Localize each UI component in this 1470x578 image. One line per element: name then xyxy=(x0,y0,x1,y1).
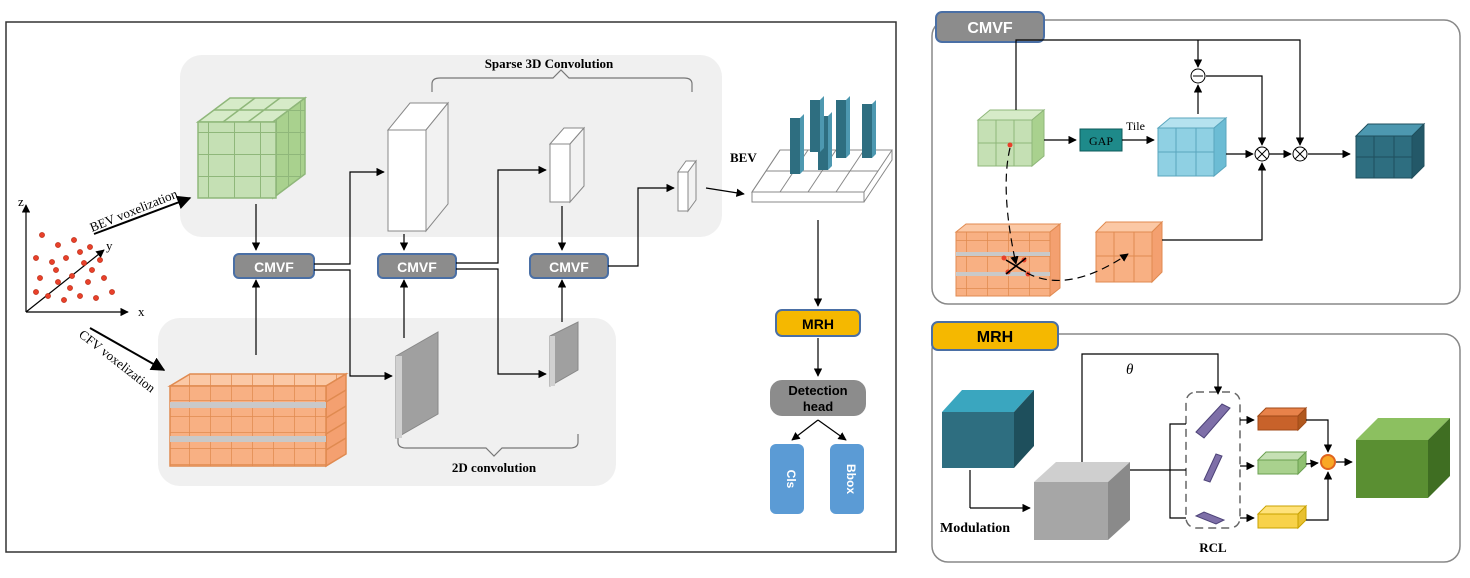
cmvf-detail-panel: CMVF GAP Tile xyxy=(931,11,1461,305)
gap-block: GAP xyxy=(1079,128,1123,152)
cfv-voxel-block xyxy=(167,372,349,468)
sparse-feature-1 xyxy=(386,101,450,233)
rcl-out-yellow xyxy=(1256,504,1308,530)
sparse-3d-brace xyxy=(431,69,693,92)
cmvf-orange-block xyxy=(954,222,1062,298)
cmvf-block-3: CMVF xyxy=(529,253,609,279)
svg-text:CMVF: CMVF xyxy=(254,259,294,275)
sparse-3d-panel xyxy=(180,55,722,237)
svg-text:Cls: Cls xyxy=(784,470,798,489)
bev-label: BEV xyxy=(730,150,757,165)
svg-text:MRH: MRH xyxy=(802,316,834,332)
svg-text:Detection: Detection xyxy=(788,383,847,398)
fusion-node xyxy=(1320,454,1336,470)
2d-feature-2 xyxy=(549,321,579,387)
rcl-out-orange xyxy=(1256,406,1308,432)
tile-label: Tile xyxy=(1126,119,1145,133)
cmvf-green-cube xyxy=(976,108,1046,168)
mrh-detail-panel: MRH Modulation θ RCL xyxy=(931,321,1461,563)
rcl-label: RCL xyxy=(1199,540,1227,555)
bbox-block: Bbox xyxy=(830,444,864,514)
theta-label: θ xyxy=(1126,362,1134,378)
modulation-cube xyxy=(1034,462,1130,540)
bev-voxel-cube xyxy=(195,96,308,200)
cmvf-output-cube xyxy=(1354,122,1426,180)
rcl-out-green xyxy=(1256,450,1308,476)
mrh-input-cube xyxy=(942,390,1034,468)
2d-feature-1 xyxy=(395,331,439,439)
cmvf-block-1: CMVF xyxy=(233,253,315,279)
cls-block: Cls xyxy=(770,444,804,514)
times-operator-2 xyxy=(1292,146,1308,162)
svg-text:head: head xyxy=(803,399,833,414)
cmvf-block-2: CMVF xyxy=(377,253,457,279)
point-cloud: z y x xyxy=(18,194,145,319)
axis-y-label: y xyxy=(106,238,113,253)
bev-grid: BEV xyxy=(730,96,893,203)
2d-conv-brace xyxy=(397,434,579,457)
svg-text:CMVF: CMVF xyxy=(549,259,589,275)
cmvf-panel-title: CMVF xyxy=(967,20,1013,37)
cmvf-blue-cube xyxy=(1156,116,1228,178)
detection-head-block: Detection head xyxy=(770,380,866,416)
mrh-panel-title: MRH xyxy=(977,329,1013,346)
svg-text:GAP: GAP xyxy=(1089,134,1113,148)
rcl-group xyxy=(1185,391,1241,529)
modulation-label: Modulation xyxy=(940,521,1010,536)
axis-x-label: x xyxy=(138,304,145,319)
times-operator-1 xyxy=(1254,146,1270,162)
cmvf-orange-small xyxy=(1094,220,1164,284)
2d-conv-label: 2D convolution xyxy=(452,460,537,475)
svg-text:Bbox: Bbox xyxy=(844,464,858,494)
sparse-3d-label: Sparse 3D Convolution xyxy=(485,56,614,71)
mrh-output-cube xyxy=(1356,418,1450,498)
sparse-feature-2 xyxy=(548,126,586,204)
sparse-feature-3 xyxy=(677,159,697,213)
mrh-block: MRH xyxy=(775,309,861,337)
axis-z-label: z xyxy=(18,194,24,209)
svg-text:CMVF: CMVF xyxy=(397,259,437,275)
